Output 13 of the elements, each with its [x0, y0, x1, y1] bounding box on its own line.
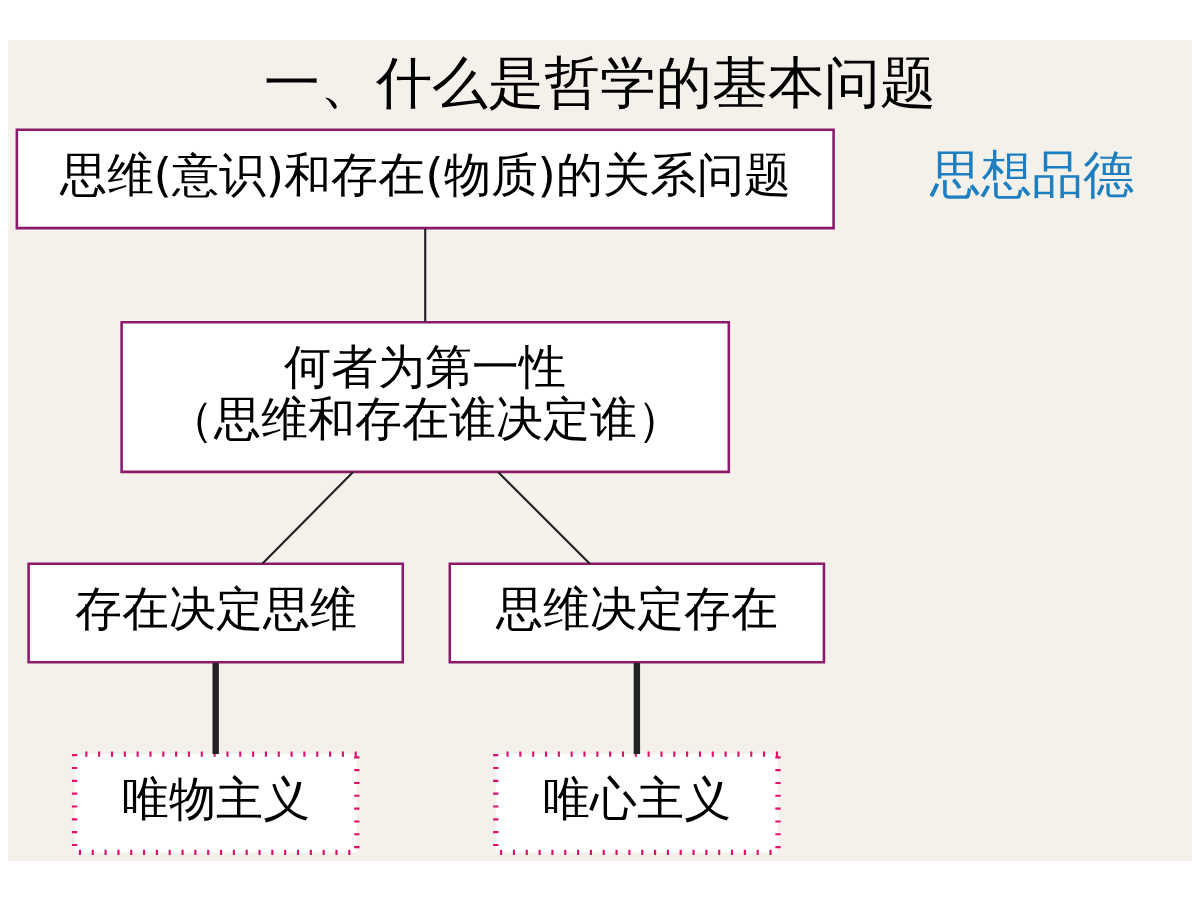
- node-box: 何者为第一性 （思维和存在谁决定谁）: [120, 320, 731, 473]
- node-box: 唯物主义: [71, 750, 360, 855]
- connector: [633, 662, 641, 754]
- node-box: 思维(意识)和存在(物质)的关系问题: [15, 128, 835, 229]
- connector: [424, 228, 427, 322]
- node-box: 唯心主义: [493, 750, 781, 855]
- connector: [261, 470, 354, 565]
- node-box: 思维决定存在: [448, 562, 826, 663]
- node-box: 存在决定思维: [27, 562, 405, 663]
- connector: [212, 662, 219, 754]
- label: 思想品德: [930, 143, 1135, 204]
- connector: [497, 470, 591, 565]
- diagram-title: 一、什么是哲学的基本问题: [264, 49, 936, 115]
